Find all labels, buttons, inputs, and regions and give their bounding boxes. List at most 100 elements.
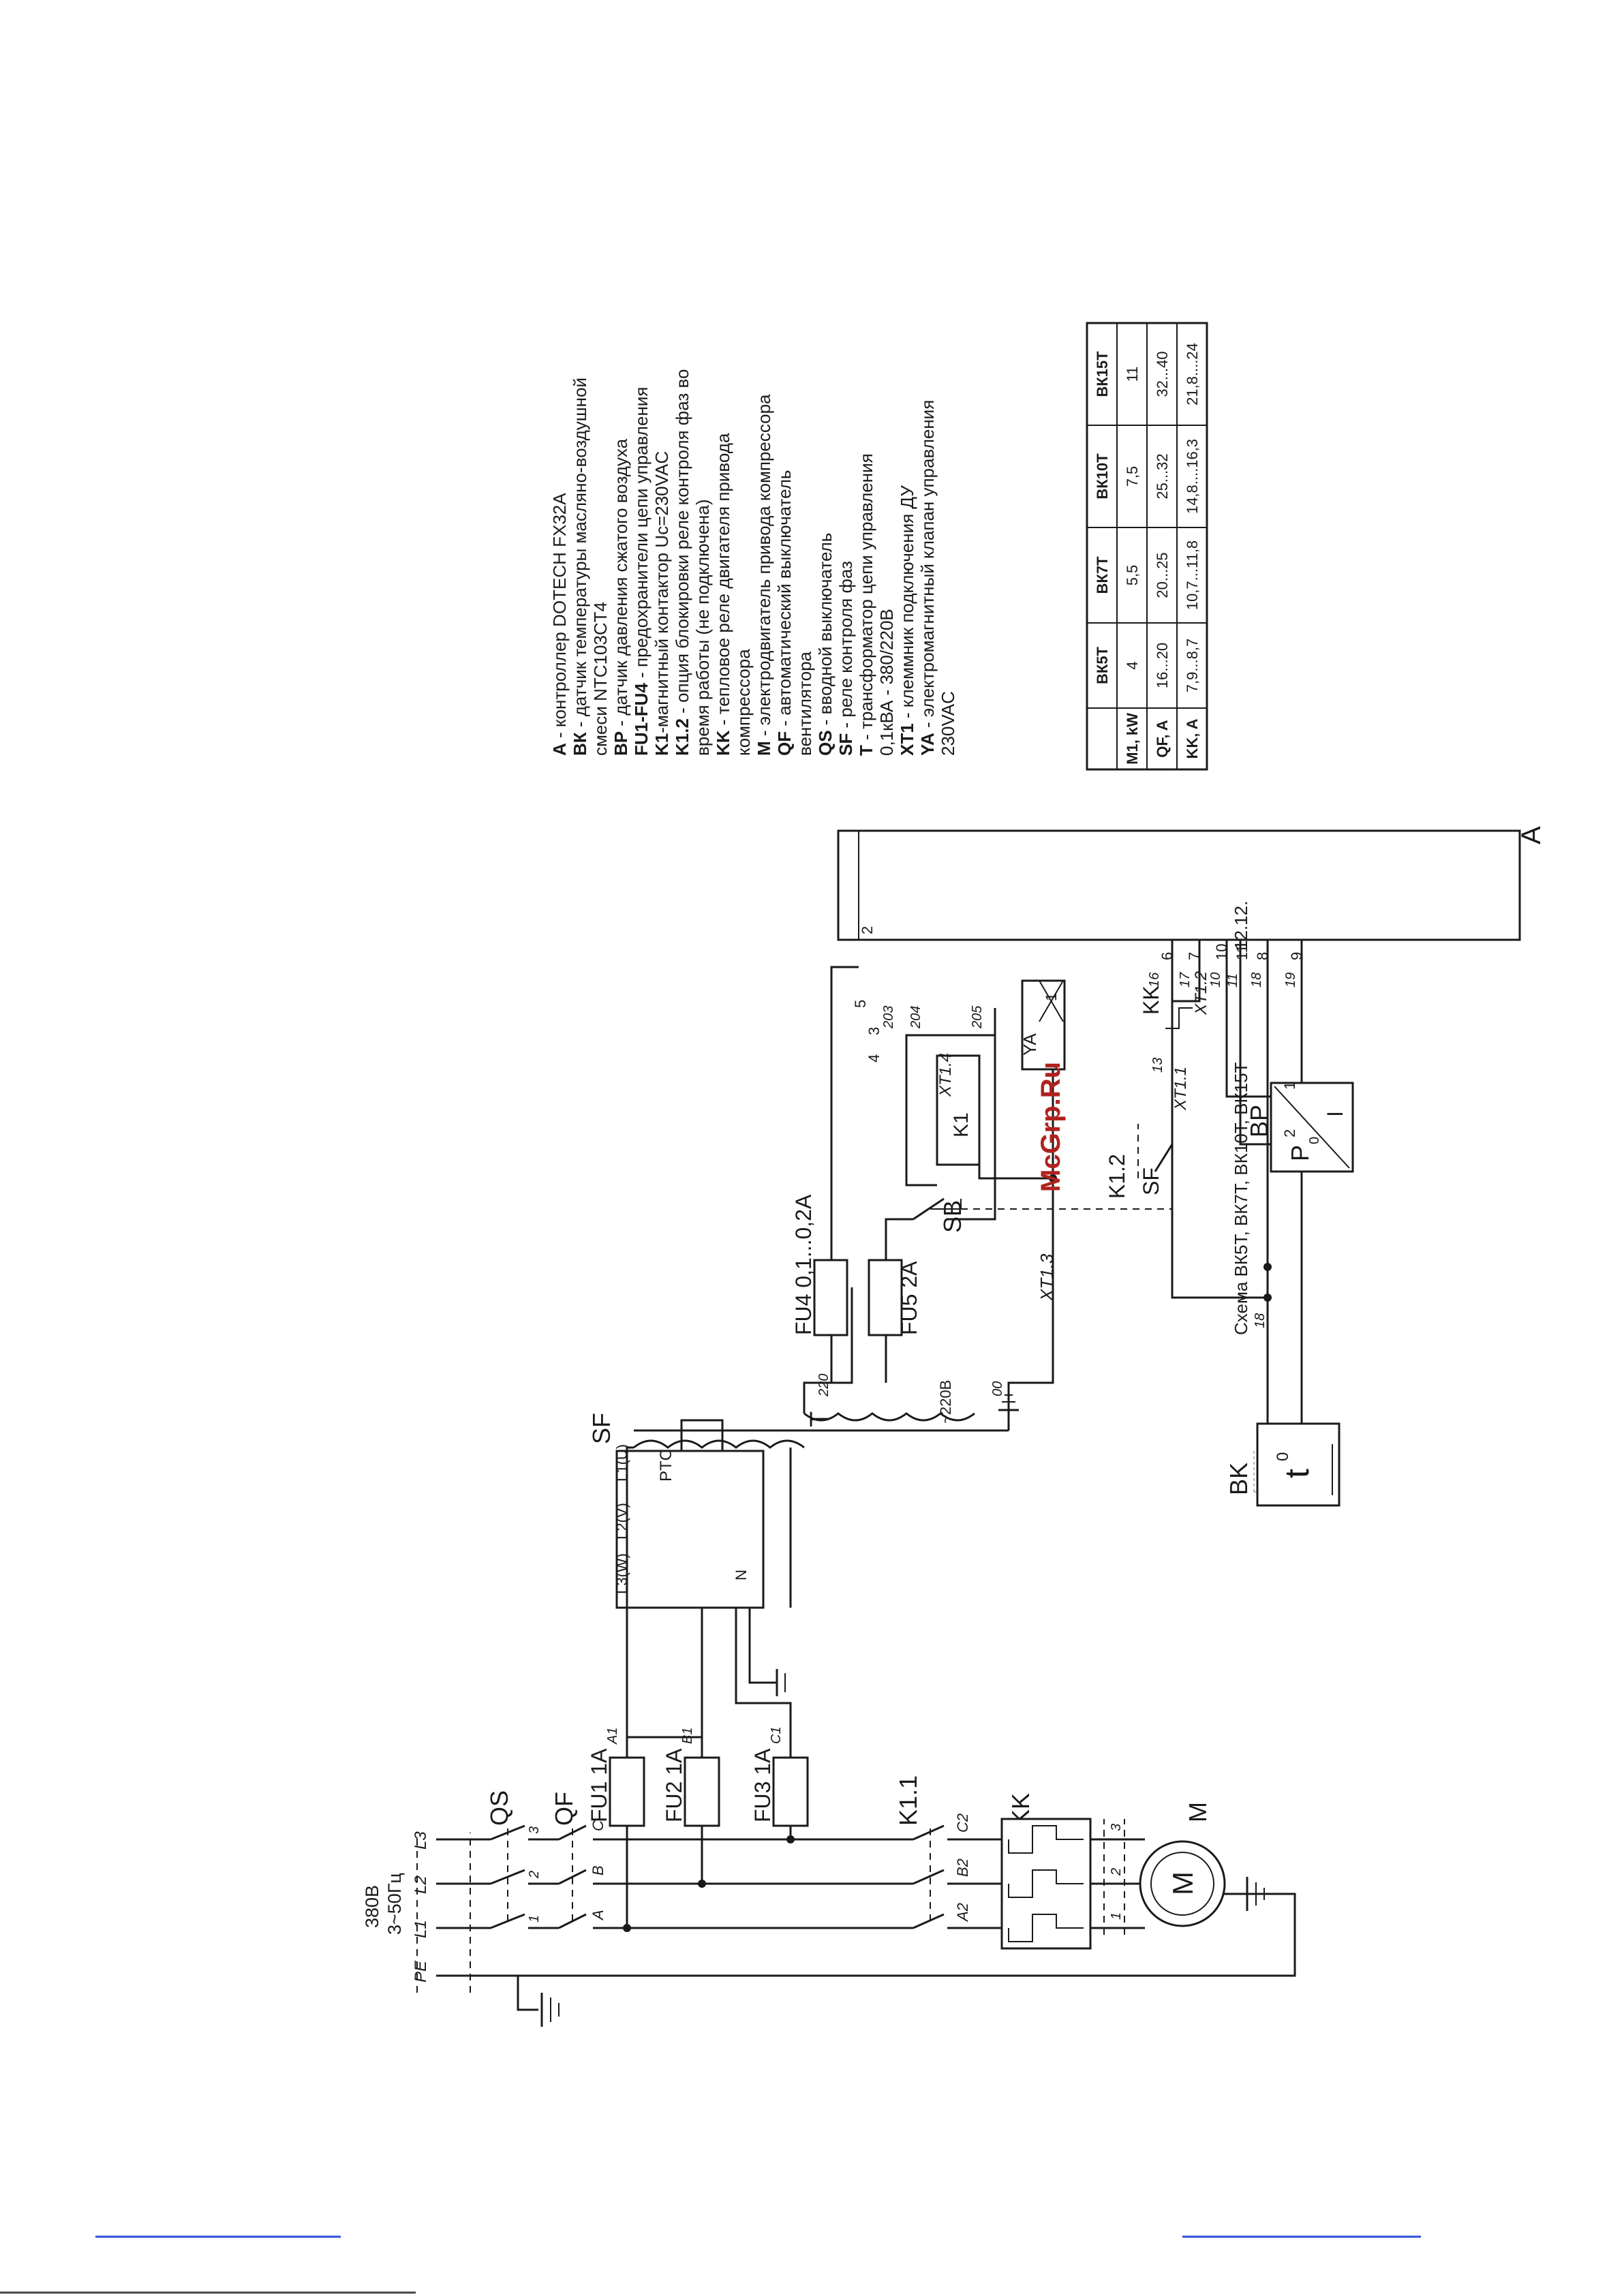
qs-pin-2: 2 <box>527 1871 542 1879</box>
line-label-l1: L1 <box>412 1920 430 1938</box>
fu3-fuse-icon <box>772 1756 809 1827</box>
transformer-section: T ~220В 220 00 <box>633 1374 1019 1449</box>
legend-text: - опция блокировки реле контроля фаз во <box>672 369 692 719</box>
legend-text: - тепловое реле двигателя привода <box>713 433 733 730</box>
legend-line: QF - автоматический выключатель <box>774 470 795 756</box>
legend-key: XT1 <box>897 723 917 756</box>
legend-key: QF <box>774 731 795 756</box>
spec-cell: 5,5 <box>1124 565 1141 586</box>
legend-key: FU1-FU4 <box>631 683 652 756</box>
legend-line: время работы (не подключена) <box>692 499 713 756</box>
k1-1-label: K1.1 <box>894 1775 922 1826</box>
ctrl-18-bus <box>1171 940 1268 1299</box>
xt1-4-label: XT1.4 <box>936 1053 955 1097</box>
sf-contact-label: SF <box>1139 1167 1163 1195</box>
terminal-4: 4 <box>865 1054 883 1062</box>
legend-key: ВК <box>570 732 590 756</box>
wire-19: 19 <box>1283 973 1298 988</box>
line-label-pe: PE <box>412 1960 430 1983</box>
fu5-label: FU5 2A <box>897 1261 921 1335</box>
terminal-3: 3 <box>865 1027 883 1035</box>
terminal-10: 10 <box>1213 944 1230 960</box>
legend-text: - электродвигатель привода компрессора <box>754 394 774 741</box>
legend-text: - электромагнитный клапан управления <box>917 400 938 733</box>
legend-key: YA <box>917 733 938 756</box>
bk-symbol: t <box>1278 1469 1316 1478</box>
diagram-date: 12.12. <box>1231 901 1251 950</box>
k1-2-label: K1.2 <box>1105 1154 1129 1199</box>
sf-contact-icon <box>1137 1124 1174 1178</box>
kk-heater-icon <box>1008 1825 1084 1942</box>
fu4-fuse-icon <box>813 1259 848 1336</box>
bk-sensor: t 0 BK <box>1225 1298 1340 1507</box>
fuse-out-a1: A1 <box>605 1728 620 1745</box>
legend-text: -магнитный контактор Uc=230VAC <box>652 451 672 733</box>
fu1-label: FU1 1A <box>587 1748 611 1822</box>
xt1-2-label: XT1.2 <box>1192 971 1210 1015</box>
controller-a: A 2 5 3 4 1 6 7 8 9 10 11 205 203 204 16… <box>837 826 1546 1062</box>
sb-205-wire <box>947 1008 996 1221</box>
phase-a2-label: A2 <box>954 1903 971 1923</box>
kk-contact-label: KK <box>1139 985 1163 1015</box>
fuse-out-b1: B1 <box>680 1728 695 1744</box>
legend-line: SF - реле контроля фаз <box>836 561 856 756</box>
bp-pin-1: 1 <box>1281 1082 1298 1090</box>
legend-text: - вводной выключатель <box>815 533 836 731</box>
motor-pin-1: 1 <box>1109 1912 1124 1920</box>
wire-18: 18 <box>1249 973 1264 988</box>
bk-symbol-sup: 0 <box>1274 1452 1292 1461</box>
qs-switch-icon <box>490 1824 525 1929</box>
terminal-9: 9 <box>1288 952 1305 960</box>
fu3-label: FU3 1A <box>750 1748 775 1822</box>
terminal-11: 11 <box>1234 945 1251 960</box>
phase-c2-label: C2 <box>954 1813 971 1833</box>
wire-18-b: 18 <box>1253 1313 1268 1328</box>
phase-c-label: C <box>589 1820 607 1831</box>
ya-label: YA <box>1020 1033 1040 1056</box>
legend-key: QS <box>815 730 836 756</box>
spec-header-cell: ВК7Т <box>1094 556 1111 594</box>
bk-sensor-box <box>1256 1422 1340 1507</box>
xt1-1-label: XT1.1 <box>1171 1067 1190 1111</box>
line-label-l3: L3 <box>412 1831 430 1850</box>
pe-conductor <box>436 1893 1296 1977</box>
qf-breaker-icon <box>558 1824 587 1929</box>
spec-cell: KK, A <box>1184 718 1201 759</box>
spec-cell: 11 <box>1124 367 1141 382</box>
spec-cell: QF, A <box>1154 720 1171 758</box>
legend-line: 0,1кВА - 380/220В <box>876 609 897 756</box>
fuse-out-c1: C1 <box>769 1726 784 1744</box>
legend-line: ВР - датчик давления сжатого воздуха <box>611 438 631 756</box>
sf-phase-relay-box <box>615 1450 765 1609</box>
wire-11: 11 <box>1225 973 1240 988</box>
wire-220: 220 <box>816 1374 831 1397</box>
spec-cell: 21,8....24 <box>1184 343 1201 405</box>
motor-pin-2: 2 <box>1109 1868 1124 1876</box>
legend-text: 230VAC <box>938 691 958 756</box>
bk-label: BK <box>1225 1463 1253 1495</box>
legend-text: - автоматический выключатель <box>774 470 795 731</box>
terminal-1: 1 <box>1043 993 1060 1001</box>
spec-cell: 32...40 <box>1154 351 1171 397</box>
bp-10-wire <box>1225 940 1271 1098</box>
legend-line: A - контроллер DOTECH FX32A <box>549 493 570 756</box>
legend-line: K1-магнитный контактор Uc=230VAC <box>652 451 672 756</box>
sf-n-ground <box>748 1608 777 1684</box>
spec-header-cell: ВК5Т <box>1094 646 1111 684</box>
spec-cell: 20...25 <box>1154 552 1171 598</box>
legend-line: QS - вводной выключатель <box>815 533 836 756</box>
fu1-fuse-icon <box>609 1756 645 1827</box>
spec-cell: M1, kW <box>1124 713 1141 765</box>
terminal-2: 2 <box>859 926 876 934</box>
control-section: FU4 0,1...0,2A FU5 2A SB XT1.3 00 K1 XT1… <box>791 940 1316 1493</box>
bp-symbol: P <box>1286 1145 1314 1161</box>
legend-line: XT1 - клеммник подключения ДУ <box>897 485 917 756</box>
transformer-sec-voltage: ~220В <box>937 1380 954 1424</box>
watermark: McGrp.Ru <box>1036 1062 1066 1192</box>
terminal-8: 8 <box>1254 952 1271 960</box>
wire-10: 10 <box>1208 973 1223 988</box>
spec-cell: 10,7...11,8 <box>1184 540 1201 610</box>
phase-a-label: A <box>589 1910 607 1921</box>
